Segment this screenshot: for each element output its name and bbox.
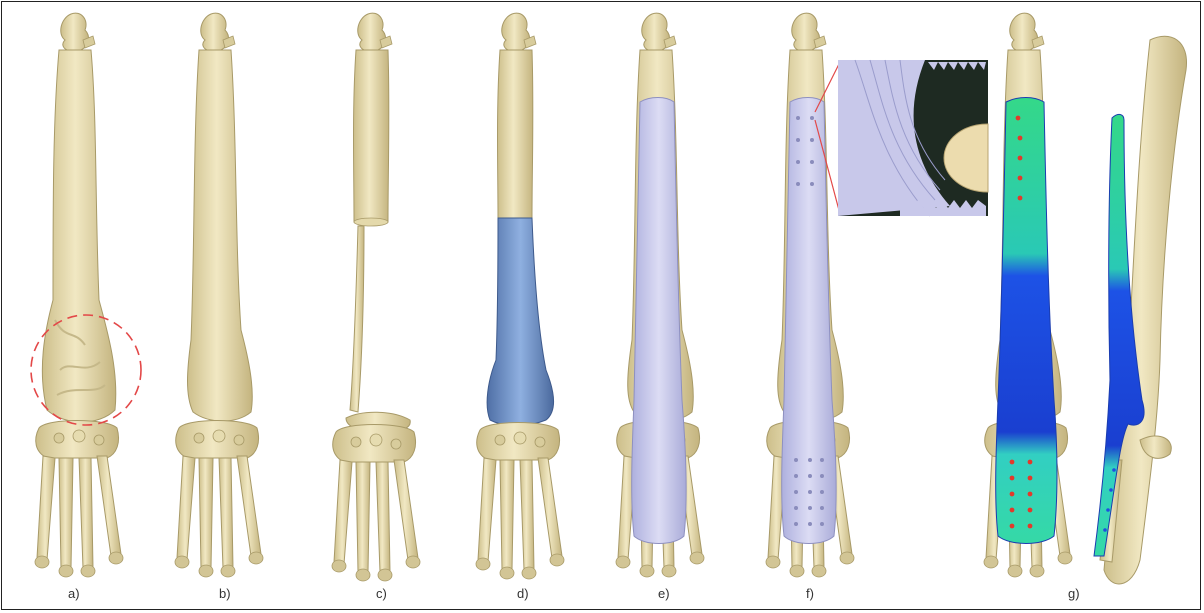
panel-label-c: c) — [376, 586, 387, 601]
zoom-inset — [838, 60, 988, 216]
panel-label-f: f) — [806, 586, 814, 601]
implant — [487, 218, 553, 426]
fem-plate-front — [996, 98, 1057, 544]
panel-d-bone — [476, 13, 564, 579]
panel-b-bone — [175, 13, 263, 577]
panel-label-b: b) — [219, 586, 231, 601]
panel-a-bone — [35, 13, 123, 577]
panel-c-bone — [332, 13, 420, 581]
panel-label-g: g) — [1068, 586, 1080, 601]
panel-label-d: d) — [517, 586, 529, 601]
panel-label-e: e) — [658, 586, 670, 601]
fixation-plate — [632, 98, 686, 544]
panel-g-side — [1094, 36, 1187, 584]
panel-g-front — [984, 13, 1072, 577]
panel-label-a: a) — [68, 586, 80, 601]
panel-e-bone — [616, 13, 704, 577]
